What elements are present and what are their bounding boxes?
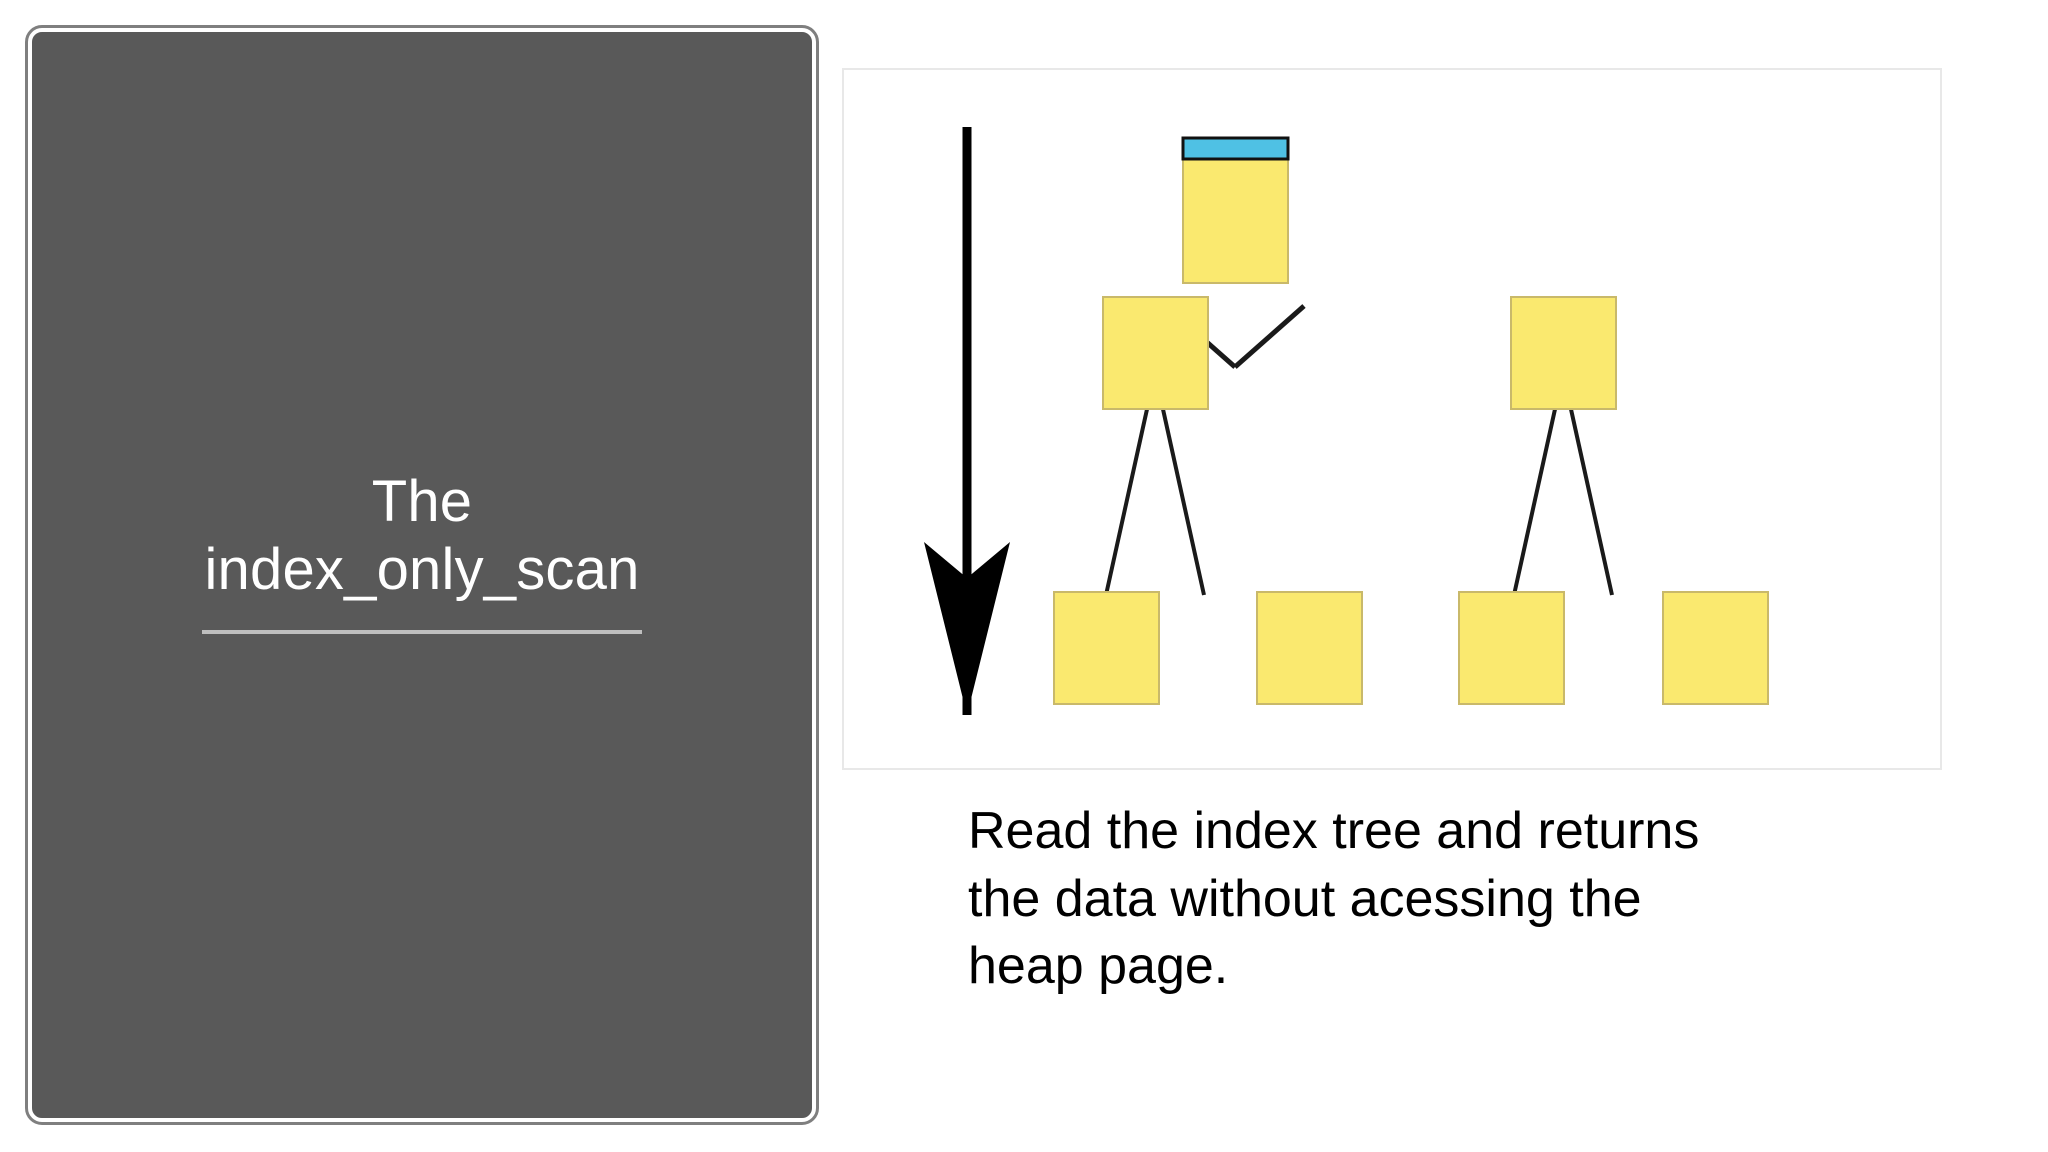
diagram-panel [842,68,1942,770]
tree-node-leaf-4[interactable] [1662,591,1769,705]
title-line-1: The [371,469,473,535]
diagram-caption: Read the index tree and returns the data… [968,798,1908,1001]
index-tree-diagram [924,127,1769,715]
tree-node-root[interactable] [1181,136,1290,284]
caption-line-3: heap page. [968,937,1229,996]
tree-node-leaf-1[interactable] [1053,591,1160,705]
title-underline-rule [202,629,642,634]
title-panel: The index_only_scan [25,25,819,1125]
title-line-2: index_only_scan [204,537,640,602]
tree-node-leaf-3[interactable] [1458,591,1565,705]
caption-line-2: the data without acessing the [968,869,1642,928]
caption-line-1: Read the index tree and returns [968,802,1700,860]
down-arrow-icon [924,127,1010,715]
tree-node-leaf-2[interactable] [1256,591,1363,705]
page-title: The index_only_scan [32,468,812,634]
tree-node-internal-right[interactable] [1510,296,1617,410]
tree-node-internal-left[interactable] [1102,296,1209,410]
